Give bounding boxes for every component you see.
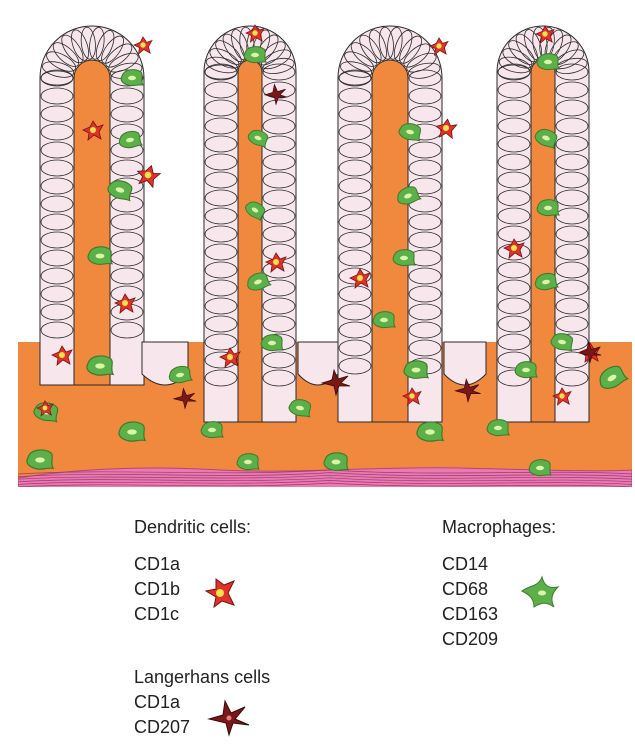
langerhans-cell-icon: [206, 697, 252, 737]
macrophage-icon: [518, 574, 562, 612]
villus-core: [372, 60, 408, 422]
macrophage-cell: [27, 450, 53, 469]
macrophage-cell: [324, 453, 348, 471]
legend-langerhans-title: Langerhans cells: [134, 665, 270, 690]
legend-macrophages-title: Macrophages:: [442, 515, 556, 540]
macrophage-cell: [237, 454, 259, 470]
macrophage-cell: [244, 47, 266, 63]
macrophage-cell: [537, 54, 559, 70]
lower-white: [0, 487, 635, 500]
macrophage-cell: [373, 312, 395, 328]
macrophage-cell: [515, 362, 537, 378]
macrophage-cell: [404, 361, 428, 379]
macrophage-cell: [87, 356, 113, 375]
macrophage-cell: [393, 250, 415, 266]
crypt: [444, 342, 486, 385]
macrophage-cell: [121, 70, 143, 86]
macrophage-cell: [529, 460, 551, 476]
macrophage-cell: [487, 420, 509, 436]
macrophage-cell: [261, 335, 283, 351]
macrophage-cell: [537, 200, 559, 216]
macrophage-cell: [119, 422, 145, 441]
macrophage-cell: [417, 422, 443, 441]
villus-core: [74, 60, 110, 385]
intestinal-villi-diagram: [0, 0, 635, 500]
legend-dendritic-marker: CD1a: [134, 552, 251, 577]
legend-dendritic-title: Dendritic cells:: [134, 515, 251, 540]
dendritic-cell-icon: [200, 575, 240, 611]
macrophage-cell: [201, 422, 223, 438]
villus-core: [238, 60, 262, 422]
legend-macrophage-marker: CD209: [442, 627, 556, 652]
macrophage-cell: [88, 247, 112, 265]
